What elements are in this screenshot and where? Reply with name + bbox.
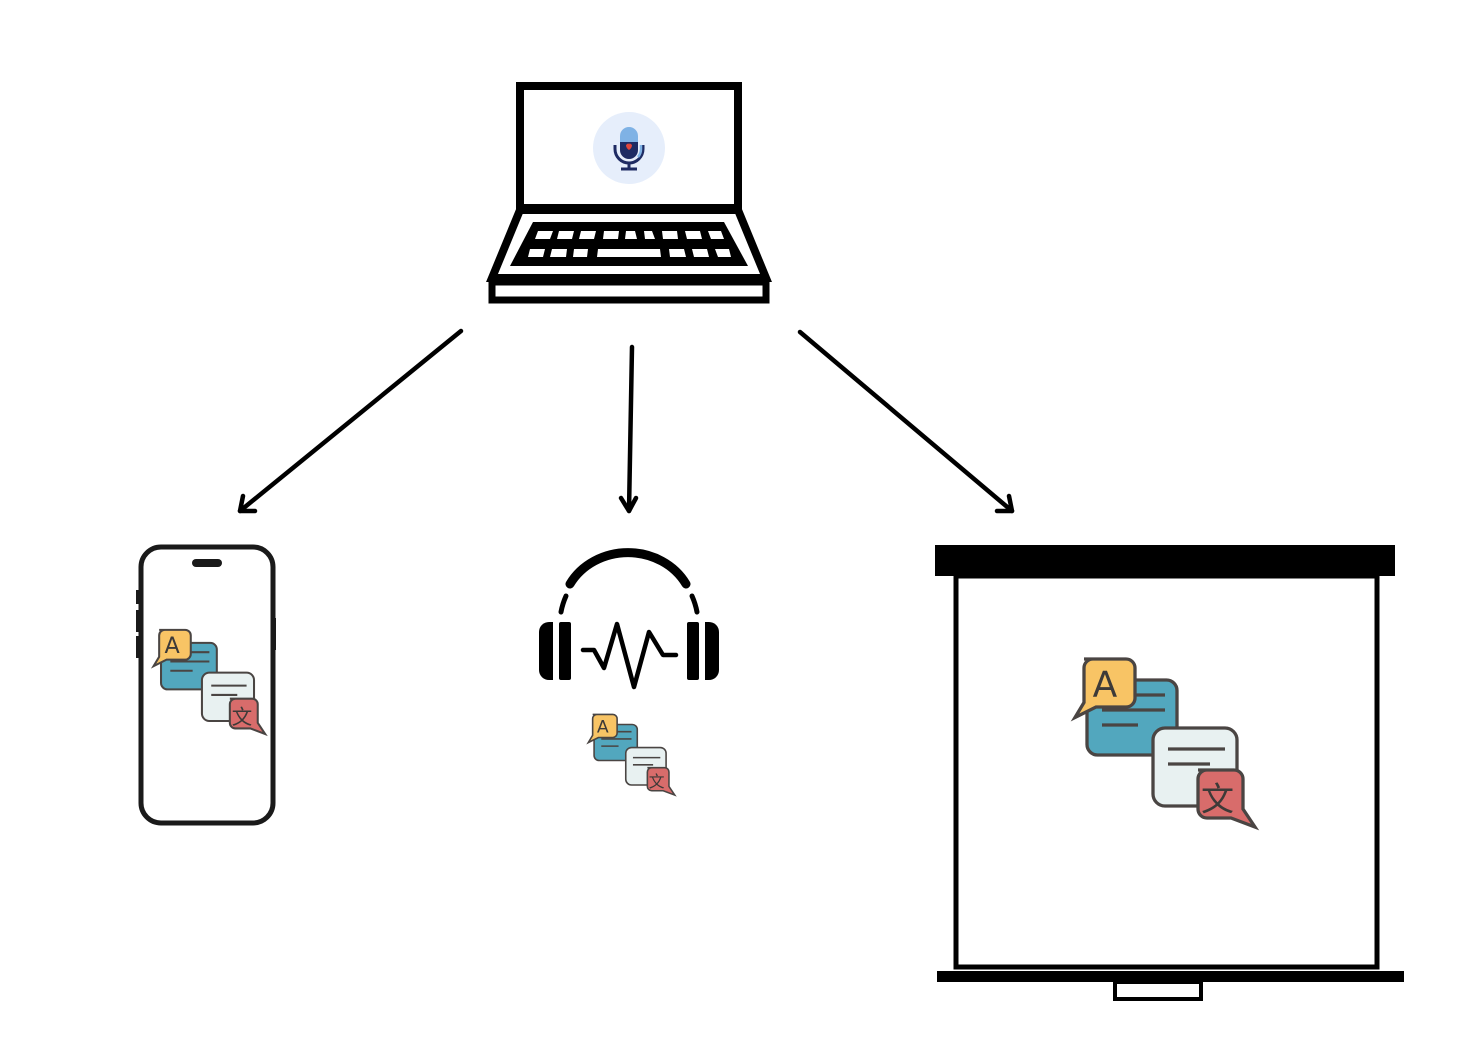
headphones-icon [539, 548, 719, 690]
laptop-icon [486, 82, 772, 304]
microphone-icon [593, 112, 665, 184]
soundwave-icon [580, 621, 679, 690]
arrow-to-smartphone [237, 328, 464, 514]
keyboard-keys [528, 231, 731, 257]
arrow-to-projector-screen [797, 329, 1015, 514]
translation-icon [587, 713, 676, 796]
smartphone-icon [136, 544, 276, 826]
projector-screen-icon [935, 545, 1404, 1001]
arrow-to-headphones [618, 344, 639, 514]
